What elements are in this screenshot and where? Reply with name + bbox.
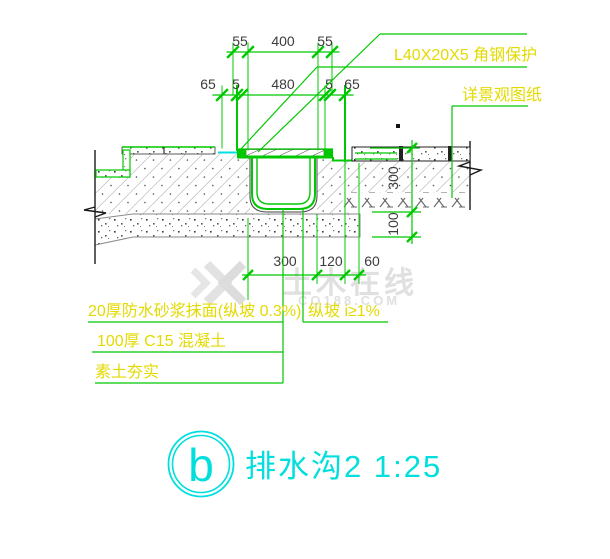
channel-inner-line <box>256 157 311 205</box>
title-block: b 排水沟2 1:25 <box>167 430 442 498</box>
annotation-mortar: 20厚防水砂浆抹面(纵坡 0.3%) <box>88 302 301 320</box>
grate-cover <box>245 149 325 157</box>
dim-120-bottom: 120 <box>319 253 343 269</box>
bottom-dimensions: 300 120 60 <box>241 161 380 300</box>
dim-55-right: 55 <box>317 33 333 49</box>
left-break-symbol <box>83 206 107 218</box>
right-break-symbol <box>456 161 484 176</box>
reference-dot <box>396 124 400 128</box>
dim-400: 400 <box>271 33 295 49</box>
dim-55-left: 55 <box>232 33 248 49</box>
left-paving-strip <box>121 146 216 155</box>
annotation-slope: 纵坡 i≥1% <box>308 302 380 320</box>
dim-65-right: 65 <box>344 76 360 92</box>
right-strip-joint1 <box>399 146 403 161</box>
top-dimensions: 55 400 55 65 5 480 5 65 <box>200 33 360 162</box>
annotation-angle-steel: L40X20X5 角钢保护 <box>394 46 537 64</box>
right-wall-hatch-lower <box>317 192 360 214</box>
channel-cavity <box>249 149 318 213</box>
watermark: 土木在线 CO188.COM <box>190 260 414 308</box>
leader-lines <box>88 33 528 384</box>
right-wall-hatch <box>317 157 470 192</box>
concrete-base <box>94 213 361 246</box>
section-body <box>83 124 484 264</box>
title-bubble-letter: b <box>188 439 214 491</box>
title-text: 排水沟2 1:25 <box>245 449 442 484</box>
dim-300-vertical: 300 <box>385 166 401 190</box>
dim-65-left: 65 <box>200 76 216 92</box>
angle-steel-left <box>237 149 246 158</box>
dim-480: 480 <box>271 76 295 92</box>
annotation-soil: 素土夯实 <box>95 363 159 381</box>
dim-5-left: 5 <box>232 76 240 92</box>
title-bubble-outer-circle <box>167 430 235 498</box>
watermark-site: CO188.COM <box>298 293 400 308</box>
soil-crosshatch-band <box>343 192 470 211</box>
annotation-see-landscape: 详景观图纸 <box>462 86 542 104</box>
step-horizontal-strip <box>95 169 131 178</box>
annotations: L40X20X5 角钢保护 详景观图纸 20厚防水砂浆抹面(纵坡 0.3%) 纵… <box>88 46 542 381</box>
right-strip-joint2 <box>448 146 452 161</box>
right-paving-strip <box>351 146 471 162</box>
dim-60-bottom: 60 <box>364 253 380 269</box>
dim-100-vertical: 100 <box>385 212 401 236</box>
annotation-concrete: 100厚 C15 混凝土 <box>97 332 226 350</box>
dim-300-bottom: 300 <box>273 253 297 269</box>
cover-right-step <box>332 157 352 162</box>
left-wall-hatch <box>95 154 250 214</box>
right-dimensions: 300 100 <box>370 140 421 244</box>
title-bubble-inner-circle <box>171 434 231 494</box>
angle-steel-right <box>324 149 333 158</box>
